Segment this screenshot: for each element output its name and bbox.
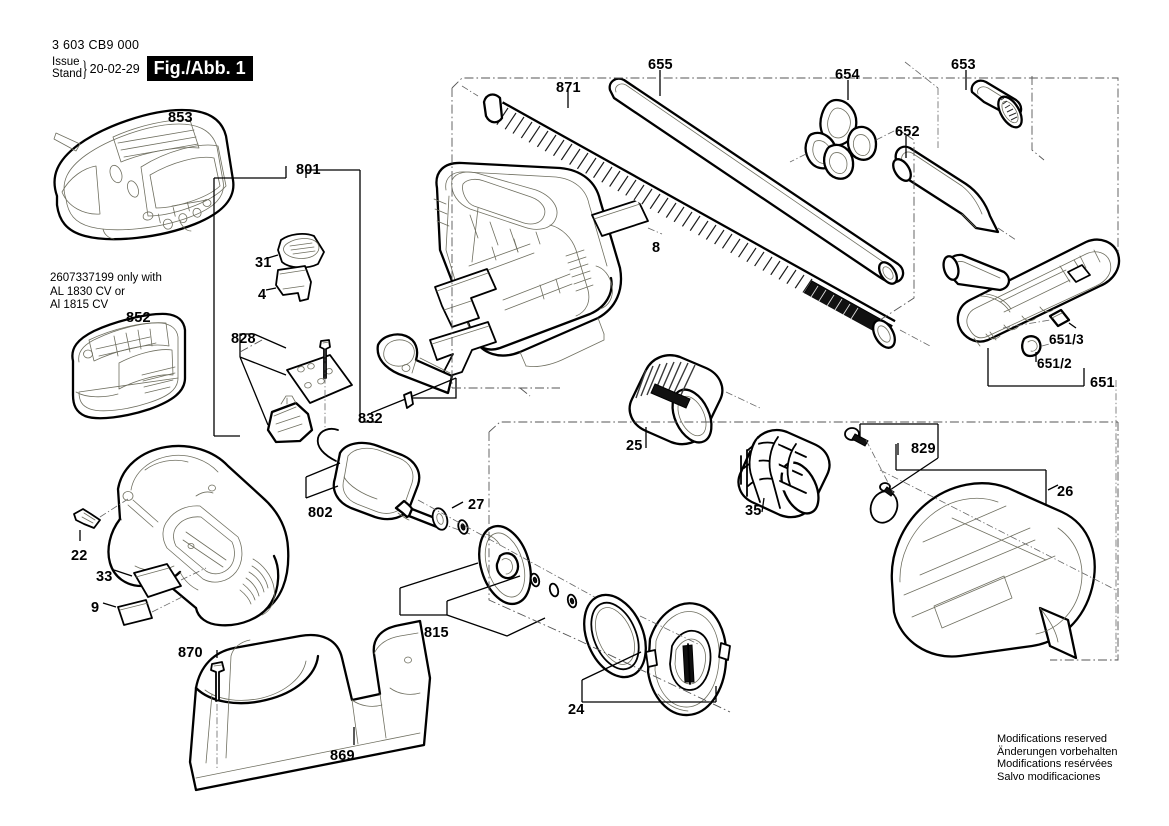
part-802-motor bbox=[305, 427, 471, 535]
callout-24: 24 bbox=[568, 702, 585, 718]
callout-9: 9 bbox=[91, 600, 100, 616]
modifications-reserved-note: Modifications reserved Änderungen vorbeh… bbox=[997, 733, 1118, 783]
part-24-end-cap bbox=[581, 593, 731, 717]
callout-655: 655 bbox=[648, 57, 673, 73]
callout-870: 870 bbox=[178, 645, 203, 661]
part-655-tube bbox=[608, 70, 905, 285]
part-871-hose bbox=[461, 85, 931, 349]
callout-27: 27 bbox=[468, 497, 485, 513]
part-832-duct bbox=[370, 333, 457, 414]
part-653-adapter bbox=[904, 61, 1023, 148]
callout-815: 815 bbox=[424, 625, 449, 641]
part-870-screw bbox=[210, 650, 225, 770]
part-main-body-left bbox=[107, 444, 290, 627]
part-27-washer bbox=[431, 501, 464, 531]
part-852-battery bbox=[71, 312, 187, 420]
issue-stand-labels: Issue Stand bbox=[52, 56, 83, 80]
callout-853: 853 bbox=[168, 110, 193, 126]
callout-653: 653 bbox=[951, 57, 976, 73]
part-853-charger bbox=[53, 108, 235, 241]
callout-828: 828 bbox=[231, 331, 256, 347]
part-housing-latch bbox=[429, 321, 497, 380]
document-part-number: 3 603 CB9 000 bbox=[52, 38, 140, 52]
stand-label: Stand bbox=[52, 67, 83, 80]
part-31-switch-cover bbox=[267, 233, 325, 269]
charger-compatibility-note: 2607337199 only with AL 1830 CV or Al 18… bbox=[50, 272, 162, 311]
document-date: 20-02-29 bbox=[89, 61, 140, 76]
callout-829: 829 bbox=[911, 441, 936, 457]
callout-871: 871 bbox=[556, 80, 581, 96]
callout-801: 801 bbox=[296, 162, 321, 178]
part-26-dust-container bbox=[879, 380, 1117, 660]
callout-4: 4 bbox=[258, 287, 267, 303]
callout-33: 33 bbox=[96, 569, 113, 585]
callout-651-3: 651/3 bbox=[1049, 332, 1084, 347]
part-654-clip bbox=[789, 80, 897, 180]
callout-651-2: 651/2 bbox=[1037, 356, 1072, 371]
callout-654: 654 bbox=[835, 67, 860, 83]
brace-glyph: } bbox=[82, 55, 88, 81]
document-header: 3 603 CB9 000 Issue Stand } 20-02-29 Fig… bbox=[52, 38, 292, 81]
callout-832: 832 bbox=[358, 411, 383, 427]
callout-852: 852 bbox=[126, 310, 151, 326]
part-828-contact-plate bbox=[239, 333, 353, 448]
part-829-clips bbox=[844, 423, 939, 524]
callout-8: 8 bbox=[652, 240, 661, 256]
figure-badge: Fig./Abb. 1 bbox=[146, 56, 253, 81]
callout-31: 31 bbox=[255, 255, 272, 271]
callout-26: 26 bbox=[1057, 484, 1074, 500]
part-35-cage bbox=[737, 428, 831, 519]
callout-25: 25 bbox=[626, 438, 643, 454]
callout-35: 35 bbox=[745, 503, 762, 519]
part-22-screw bbox=[73, 491, 134, 541]
part-652-nozzle bbox=[892, 136, 1017, 241]
part-8-label-plate bbox=[591, 199, 663, 237]
callout-22: 22 bbox=[71, 548, 88, 564]
part-869-stand bbox=[188, 619, 432, 792]
part-801-housing bbox=[433, 161, 623, 367]
callout-652: 652 bbox=[895, 124, 920, 140]
part-housing-bracket bbox=[434, 268, 497, 328]
part-33-pad bbox=[113, 563, 207, 598]
callout-802: 802 bbox=[308, 505, 333, 521]
part-651-brush bbox=[942, 238, 1121, 387]
callout-651: 651 bbox=[1090, 375, 1115, 391]
issue-label: Issue bbox=[52, 56, 80, 68]
part-25-filter bbox=[628, 354, 761, 448]
part-9-pad bbox=[102, 596, 183, 626]
callout-869: 869 bbox=[330, 748, 355, 764]
part-815-impeller-assembly bbox=[399, 499, 601, 637]
part-4-switch bbox=[265, 265, 312, 302]
